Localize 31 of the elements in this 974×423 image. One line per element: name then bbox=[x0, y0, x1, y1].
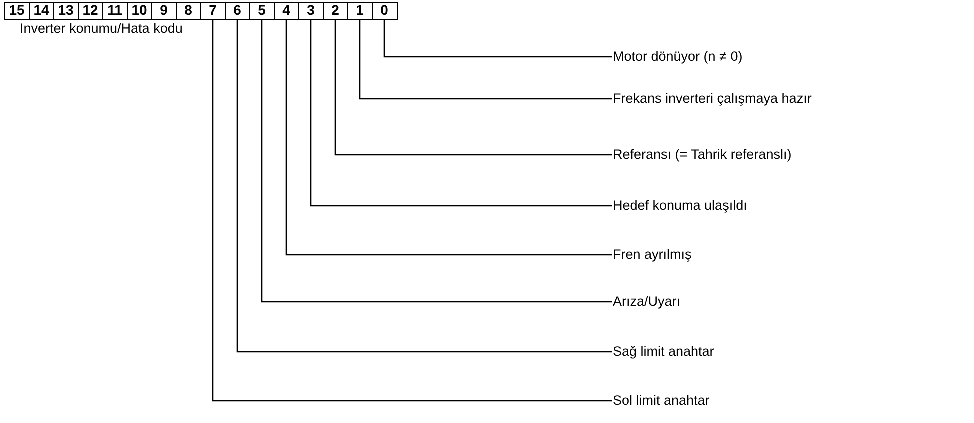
bit-description: Referansı (= Tahrik referanslı) bbox=[612, 147, 794, 163]
leader-line bbox=[212, 20, 612, 402]
bit-description: Frekans inverteri çalışmaya hazır bbox=[612, 91, 814, 107]
bit-cell: 11 bbox=[102, 2, 128, 20]
bit-cell: 1 bbox=[347, 2, 373, 20]
leader-line bbox=[286, 20, 612, 256]
leader-line bbox=[334, 20, 612, 156]
leader-line bbox=[359, 20, 612, 100]
bit-description: Fren ayrılmış bbox=[612, 247, 694, 263]
bit-cell: 12 bbox=[78, 2, 104, 20]
bit-cell: 7 bbox=[200, 2, 226, 20]
leader-line bbox=[384, 20, 612, 58]
bit-cell: 13 bbox=[53, 2, 79, 20]
field-caption: Inverter konumu/Hata kodu bbox=[20, 21, 183, 37]
bit-cell: 3 bbox=[298, 2, 324, 20]
bit-cell: 8 bbox=[176, 2, 202, 20]
bit-description: Sağ limit anahtar bbox=[612, 344, 716, 360]
bit-cell: 4 bbox=[274, 2, 300, 20]
bit-cell: 2 bbox=[322, 2, 348, 20]
bit-cell: 9 bbox=[151, 2, 177, 20]
bit-description: Motor dönüyor (n ≠ 0) bbox=[612, 49, 745, 65]
bit-cell: 15 bbox=[4, 2, 30, 20]
bit-cell: 5 bbox=[249, 2, 275, 20]
bit-cell: 10 bbox=[126, 2, 152, 20]
leader-line bbox=[310, 20, 612, 207]
bit-cell: 14 bbox=[28, 2, 54, 20]
bit-cell: 0 bbox=[372, 2, 398, 20]
leader-line bbox=[261, 20, 612, 303]
bit-cell: 6 bbox=[224, 2, 250, 20]
bit-description: Hedef konuma ulaşıldı bbox=[612, 198, 750, 214]
leader-line bbox=[236, 20, 612, 353]
